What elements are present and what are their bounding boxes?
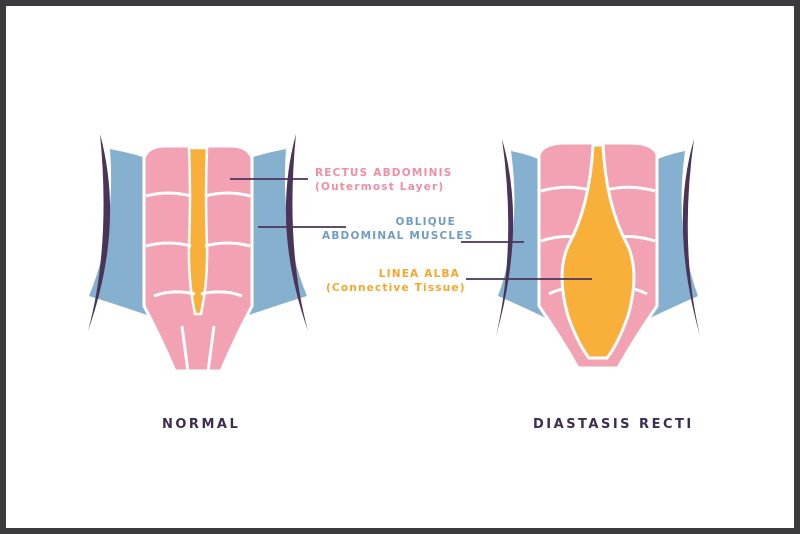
rectus-abdominis-label: RECTUS ABDOMINIS (Outermost Layer) [315,166,452,194]
linea-alba-title: LINEA ALBA [378,268,460,280]
rectus-abdominis-title: RECTUS ABDOMINIS [315,167,453,179]
diastasis-recti-caption: DIASTASIS RECTI [533,417,694,432]
linea-alba-label: LINEA ALBA (Connective Tissue) [326,267,466,295]
normal-linea-alba [187,146,209,316]
oblique-title: OBLIQUE [395,216,456,228]
oblique-subtitle: ABDOMINAL MUSCLES [322,230,474,242]
diastasis-right-body-outline [682,139,700,336]
normal-left-body-outline [88,134,111,331]
abdominal-muscles-diagram [88,134,700,373]
diagram-panel: RECTUS ABDOMINIS (Outermost Layer) OBLIQ… [6,6,794,528]
diastasis-linea-alba [560,143,636,360]
diastasis-rectus-divisions [540,185,656,296]
rectus-abdominis-subtitle: (Outermost Layer) [315,181,445,193]
diastasis-left-body-outline [496,139,514,336]
normal-left-oblique [89,149,156,318]
normal-caption: NORMAL [162,417,241,432]
callout-lines [230,178,592,280]
normal-right-oblique [240,149,307,318]
diastasis-left-oblique [498,151,546,318]
linea-alba-subtitle: (Connective Tissue) [326,282,466,294]
normal-rectus-divisions [145,191,251,373]
normal-right-body-outline [285,134,308,331]
diastasis-torso [496,139,700,370]
normal-torso [88,134,308,373]
diastasis-right-oblique [650,151,698,318]
oblique-muscles-label: OBLIQUE ABDOMINAL MUSCLES [322,215,474,243]
